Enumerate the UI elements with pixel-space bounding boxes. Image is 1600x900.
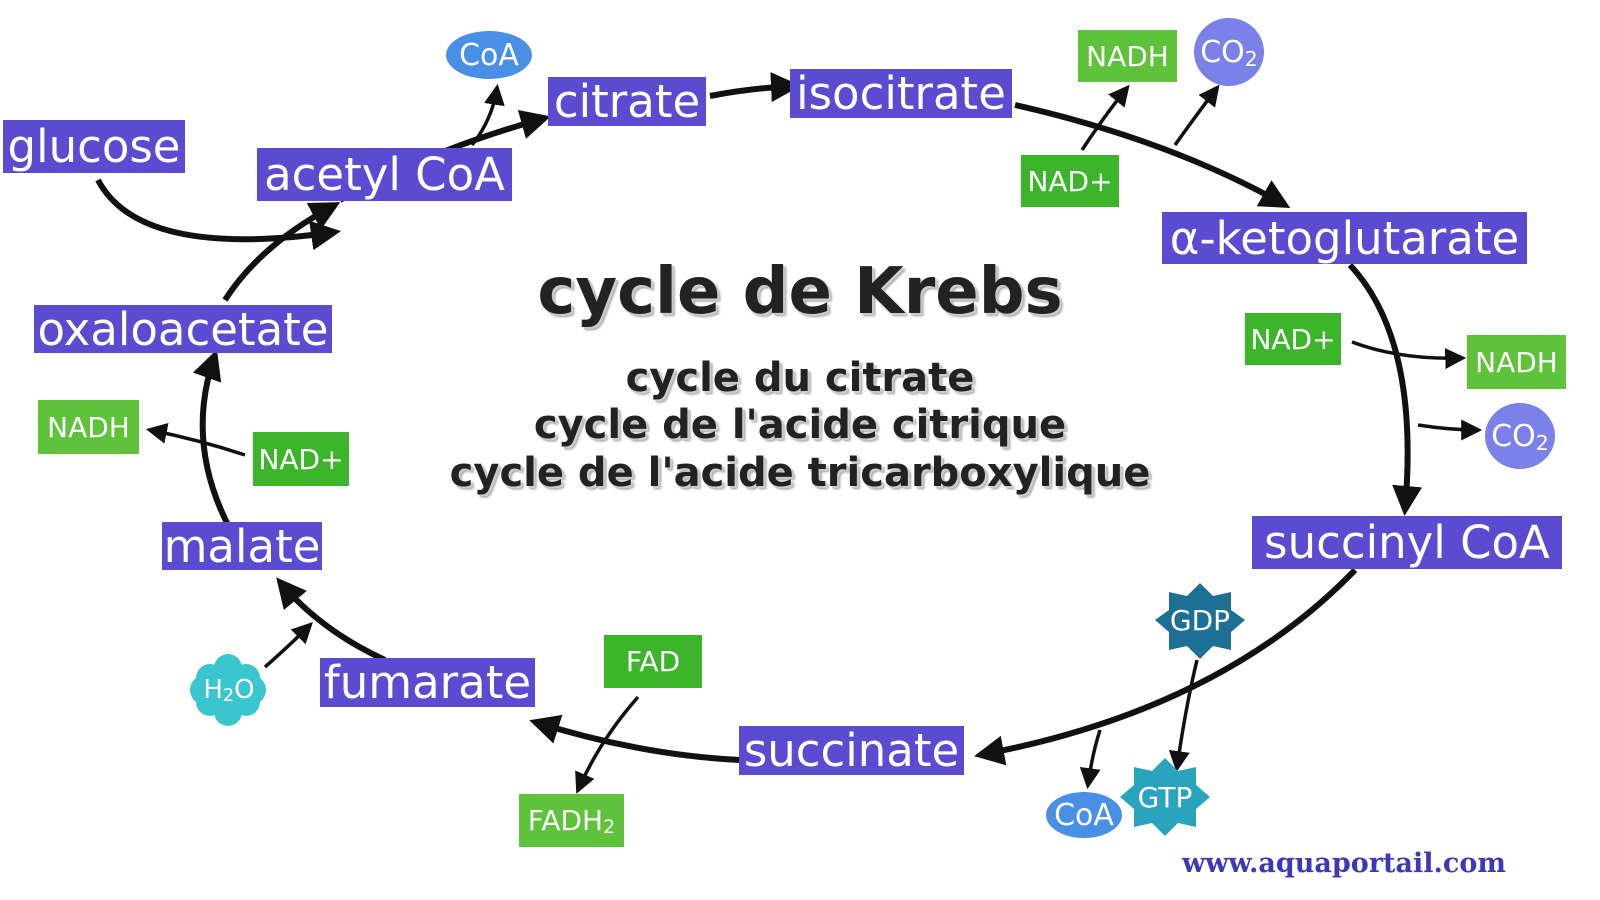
water-o: O <box>234 675 255 705</box>
coa-release-top: CoA <box>446 31 532 79</box>
coa-release-bottom: CoA <box>1046 792 1122 838</box>
co2-top-subscript: 2 <box>1244 47 1258 72</box>
fadh2-main-text: FADH <box>527 804 604 837</box>
metabolite-succinyl-coa: succinyl CoA <box>1252 516 1562 569</box>
metabolite-citrate: citrate <box>548 75 706 128</box>
diagram-title: cycle de Krebs <box>537 255 1063 329</box>
arrow-nad-to-nadh-right <box>1351 340 1467 370</box>
metabolite-fumarate: fumarate <box>320 656 535 709</box>
arrow-oxaloacetate-acetylcoa <box>222 202 341 302</box>
subtitle-2: cycle de l'acide citrique <box>533 402 1067 448</box>
arrow-malate-oxaloacetate <box>192 349 231 527</box>
arrow-co2-right <box>1417 419 1483 441</box>
nadh-right: NADH <box>1467 335 1566 389</box>
metabolite-malate: malate <box>162 519 322 573</box>
fad: FAD <box>604 635 702 688</box>
subtitle-3: cycle de l'acide tricarboxylique <box>449 450 1151 496</box>
metabolite-acetyl-coa: acetyl CoA <box>257 148 512 201</box>
gtp-label: GTP <box>1137 780 1193 814</box>
arrow-coa-release <box>470 83 505 147</box>
arrow-water-in <box>263 622 313 669</box>
arrow-citrate-isocitrate <box>709 72 801 103</box>
nad-plus-top: NAD+ <box>1021 155 1119 207</box>
water-blob-shape <box>190 654 266 726</box>
arrow-glucose-acetylcoa <box>95 178 341 251</box>
arrow-gdp-to-gtp <box>1168 659 1199 773</box>
gtp-star-shape <box>1120 758 1210 836</box>
nad-plus-right: NAD+ <box>1245 313 1341 365</box>
website-watermark: www.aquaportail.com <box>1182 848 1506 879</box>
arrow-coa-bottom <box>1079 729 1102 790</box>
co2-right-main: CO <box>1491 418 1536 454</box>
arrow-fumarate-malate <box>276 577 387 663</box>
fadh2-subscript: 2 <box>603 816 616 839</box>
side-arrows <box>145 83 1483 794</box>
co2-top-main: CO <box>1200 34 1245 70</box>
nadh-top: NADH <box>1078 30 1177 82</box>
water-subscript: 2 <box>222 686 235 707</box>
gdp-label: GDP <box>1169 603 1231 637</box>
nadh-left: NADH <box>38 400 139 454</box>
co2-right-subscript: 2 <box>1535 431 1549 456</box>
metabolite-isocitrate: isocitrate <box>790 67 1012 120</box>
metabolite-glucose: glucose <box>3 120 185 173</box>
arrow-isocitrate-akg <box>1014 102 1291 208</box>
metabolite-oxaloacetate: oxaloacetate <box>34 303 332 356</box>
arrow-nad-to-nadh-top <box>1080 84 1130 151</box>
arrow-fad-to-fadh2 <box>575 695 640 794</box>
metabolite-alpha-ketoglutarate: α-ketoglutarate <box>1162 212 1527 265</box>
water-h: H <box>203 675 223 705</box>
metabolite-succinate: succinate <box>739 724 964 777</box>
arrow-nad-to-nadh-left <box>145 422 246 457</box>
nad-plus-left: NAD+ <box>253 432 349 486</box>
arrow-co2-top <box>1173 84 1220 147</box>
cycle-arrows <box>95 72 1423 766</box>
arrow-succinate-fumarate <box>529 714 741 763</box>
gdp-star-shape <box>1155 583 1245 659</box>
arrow-succinylcoa-succinate <box>974 567 1358 766</box>
arrow-akg-succinylcoa <box>1347 262 1423 516</box>
subtitle-1: cycle du citrate <box>625 355 975 401</box>
